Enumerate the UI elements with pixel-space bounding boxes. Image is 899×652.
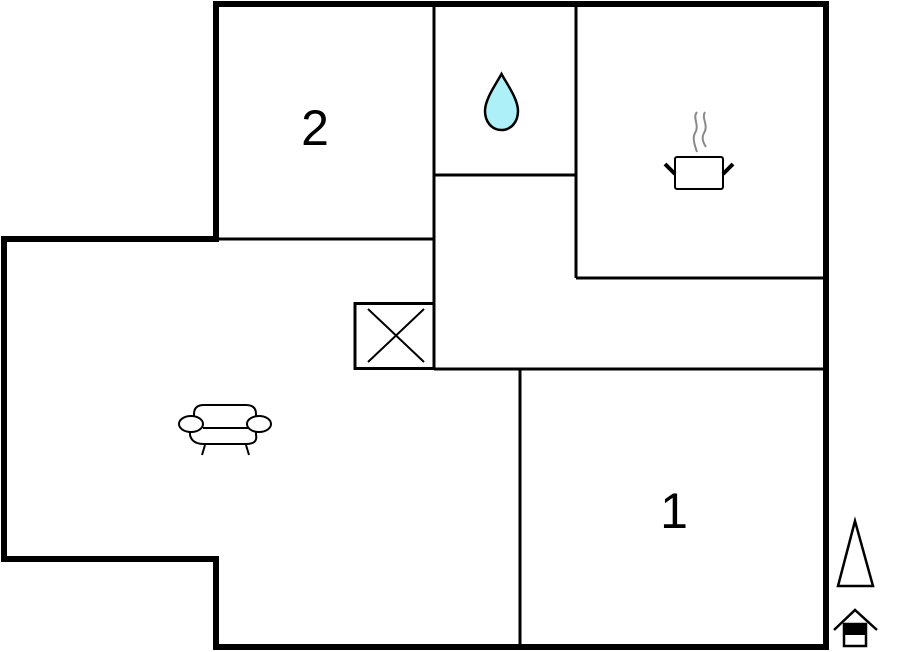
water-drop-icon (483, 71, 520, 132)
room-label-bedroom-2: 2 (301, 100, 329, 156)
outer-wall (1, 1, 829, 650)
north-arrow-icon (836, 516, 875, 588)
cooking-pot-icon (663, 111, 735, 190)
entrance-house-icon (833, 608, 878, 648)
x-box-icon (353, 302, 436, 370)
room-label-bedroom-1: 1 (660, 483, 688, 539)
armchair-icon (178, 404, 272, 456)
